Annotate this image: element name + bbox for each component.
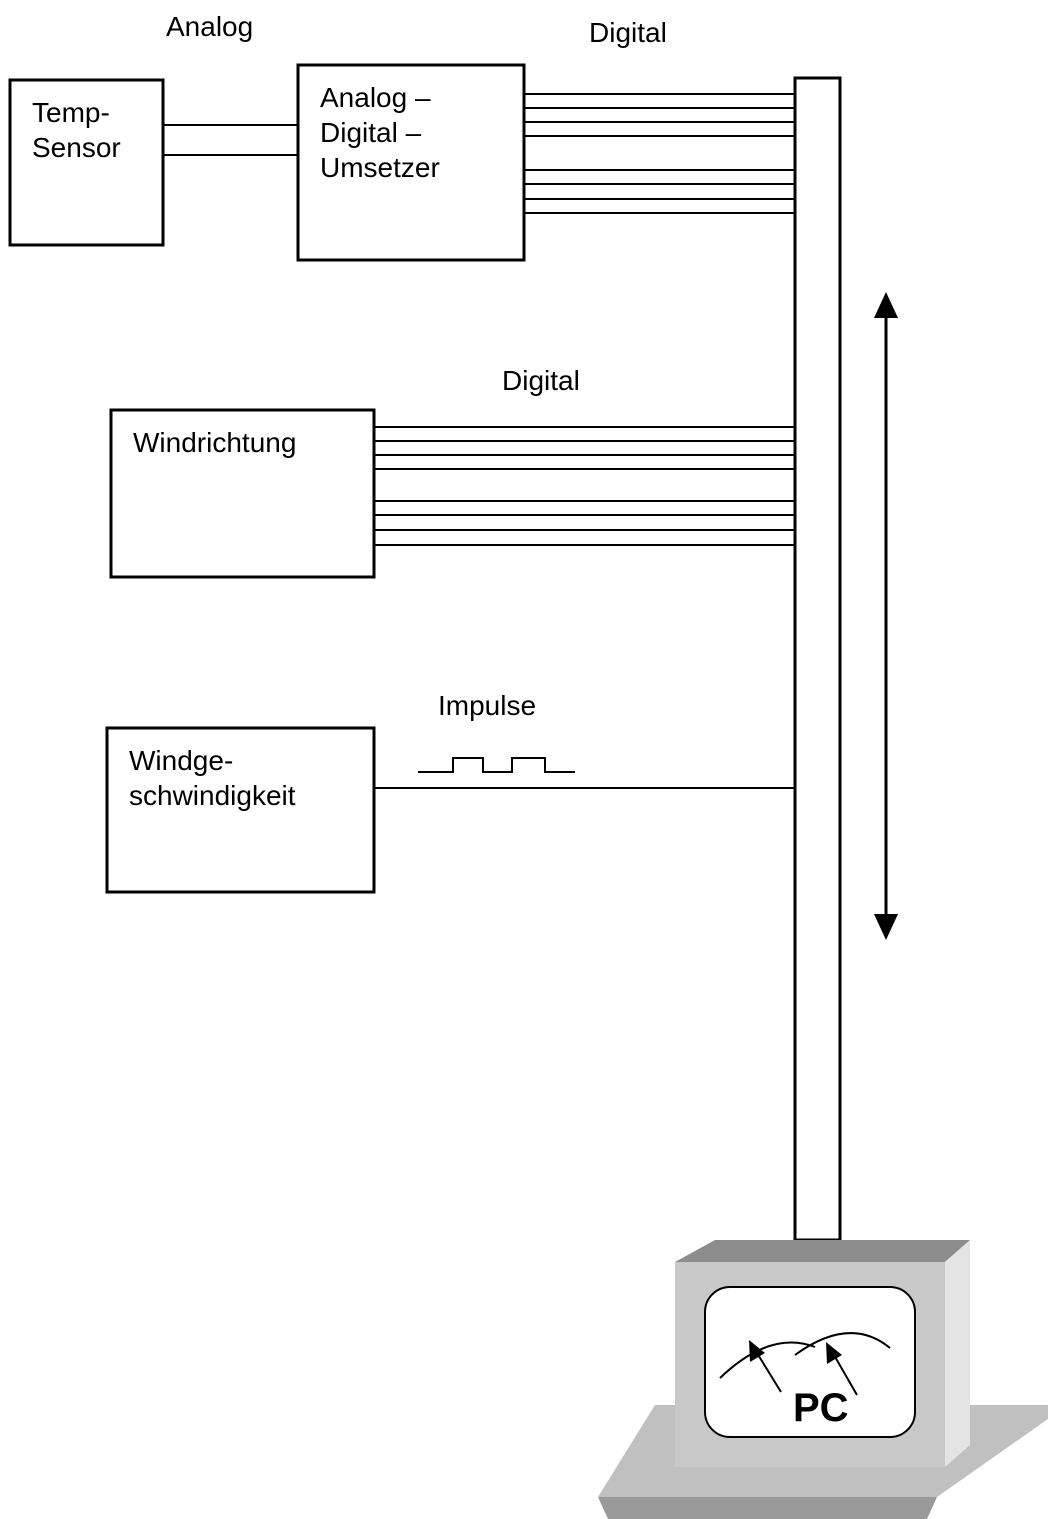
arrow-head-down — [874, 914, 898, 940]
screen-arrow-2-head — [826, 1342, 842, 1364]
digital-middle-label: Digital — [502, 365, 580, 396]
adc-label-line3: Umsetzer — [320, 152, 440, 183]
adc-digital-wires — [524, 93, 795, 214]
wind-direction-block: Windrichtung — [109, 408, 376, 579]
pc-label: PC — [793, 1386, 849, 1430]
monitor-top — [675, 1240, 970, 1262]
temp-sensor-box — [8, 78, 165, 247]
screen-curve-1 — [719, 1341, 816, 1379]
impulse-waveform — [418, 757, 575, 773]
bidirectional-arrow — [874, 292, 898, 940]
screen-arrow-1-head — [749, 1340, 765, 1362]
computer: PC — [598, 1240, 1048, 1519]
temp-sensor-block: Temp- Sensor — [8, 78, 165, 247]
temp-sensor-label-line2: Sensor — [32, 132, 121, 163]
monitor-side — [945, 1240, 970, 1467]
adc-block: Analog – Digital – Umsetzer — [296, 63, 526, 262]
screen-curve-2 — [794, 1332, 891, 1356]
data-bus — [793, 76, 842, 1242]
adc-label-line1: Analog – — [320, 82, 431, 113]
analog-label: Analog — [166, 11, 253, 42]
wind-direction-box — [109, 408, 376, 579]
wind-speed-label-line1: Windge- — [129, 745, 233, 776]
screen-arrow-2 — [833, 1354, 858, 1396]
wind-speed-label-line2: schwindigkeit — [129, 780, 296, 811]
adc-label-line2: Digital – — [320, 117, 422, 148]
screen-arrow-1 — [756, 1352, 782, 1393]
adc-box — [296, 63, 526, 262]
arrow-head-up — [874, 292, 898, 318]
monitor-screen — [704, 1286, 916, 1438]
temp-sensor-label-line1: Temp- — [32, 97, 110, 128]
digital-top-label: Digital — [589, 17, 667, 48]
impulse-label: Impulse — [438, 690, 536, 721]
wind-speed-box — [105, 726, 376, 894]
computer-base-edge — [598, 1497, 937, 1519]
wind-direction-label: Windrichtung — [133, 427, 296, 458]
wind-direction-digital-wires — [374, 426, 795, 546]
wind-speed-block: Windge- schwindigkeit — [105, 726, 376, 894]
